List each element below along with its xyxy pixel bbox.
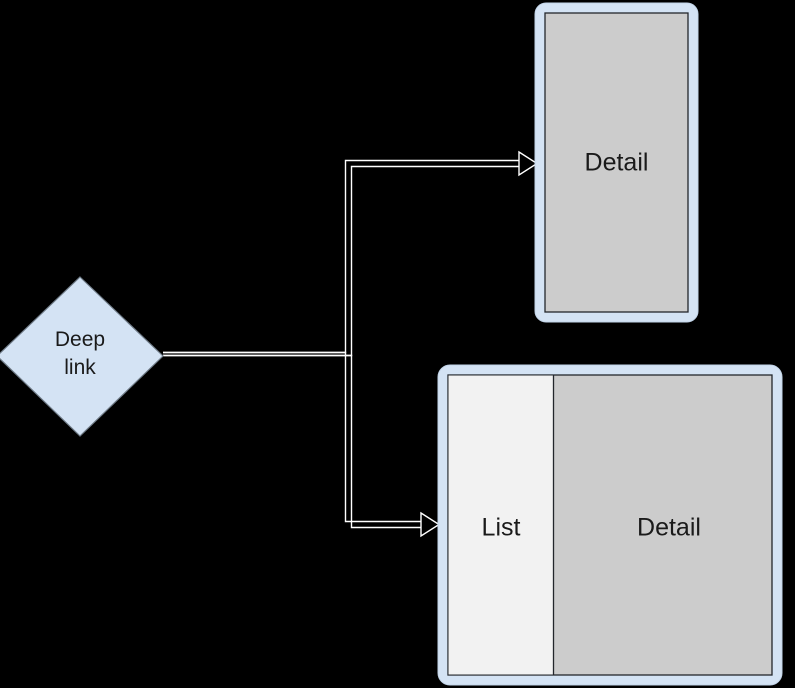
tablet-detail-pane-label: Detail [637, 514, 701, 542]
node-phone-detail[interactable]: Detail [534, 2, 699, 323]
deep-link-label-line2: link [64, 356, 96, 379]
deep-link-diamond-shape [0, 276, 164, 437]
tablet-list-pane-label: List [482, 514, 521, 542]
edge-to-phone-path-outer [163, 159, 520, 354]
edge-to-phone-path-inner [163, 165, 520, 357]
edge-to-tablet-arrowhead-icon [420, 511, 441, 538]
edge-deep-link-to-tablet[interactable] [163, 351, 441, 538]
node-tablet-list-detail[interactable]: List Detail [437, 364, 783, 686]
edge-deep-link-to-phone[interactable] [163, 150, 539, 357]
node-deep-link[interactable]: Deep link [0, 276, 164, 437]
edge-to-tablet-path-inner [163, 354, 422, 529]
phone-screen-detail-pane[interactable] [544, 12, 689, 313]
deep-link-label-line1: Deep [55, 328, 105, 351]
phone-detail-pane-label: Detail [585, 149, 649, 177]
tablet-list-pane[interactable] [448, 375, 554, 675]
edge-to-phone-arrowhead-icon [518, 150, 539, 177]
edge-to-tablet-path-outer [163, 351, 422, 523]
